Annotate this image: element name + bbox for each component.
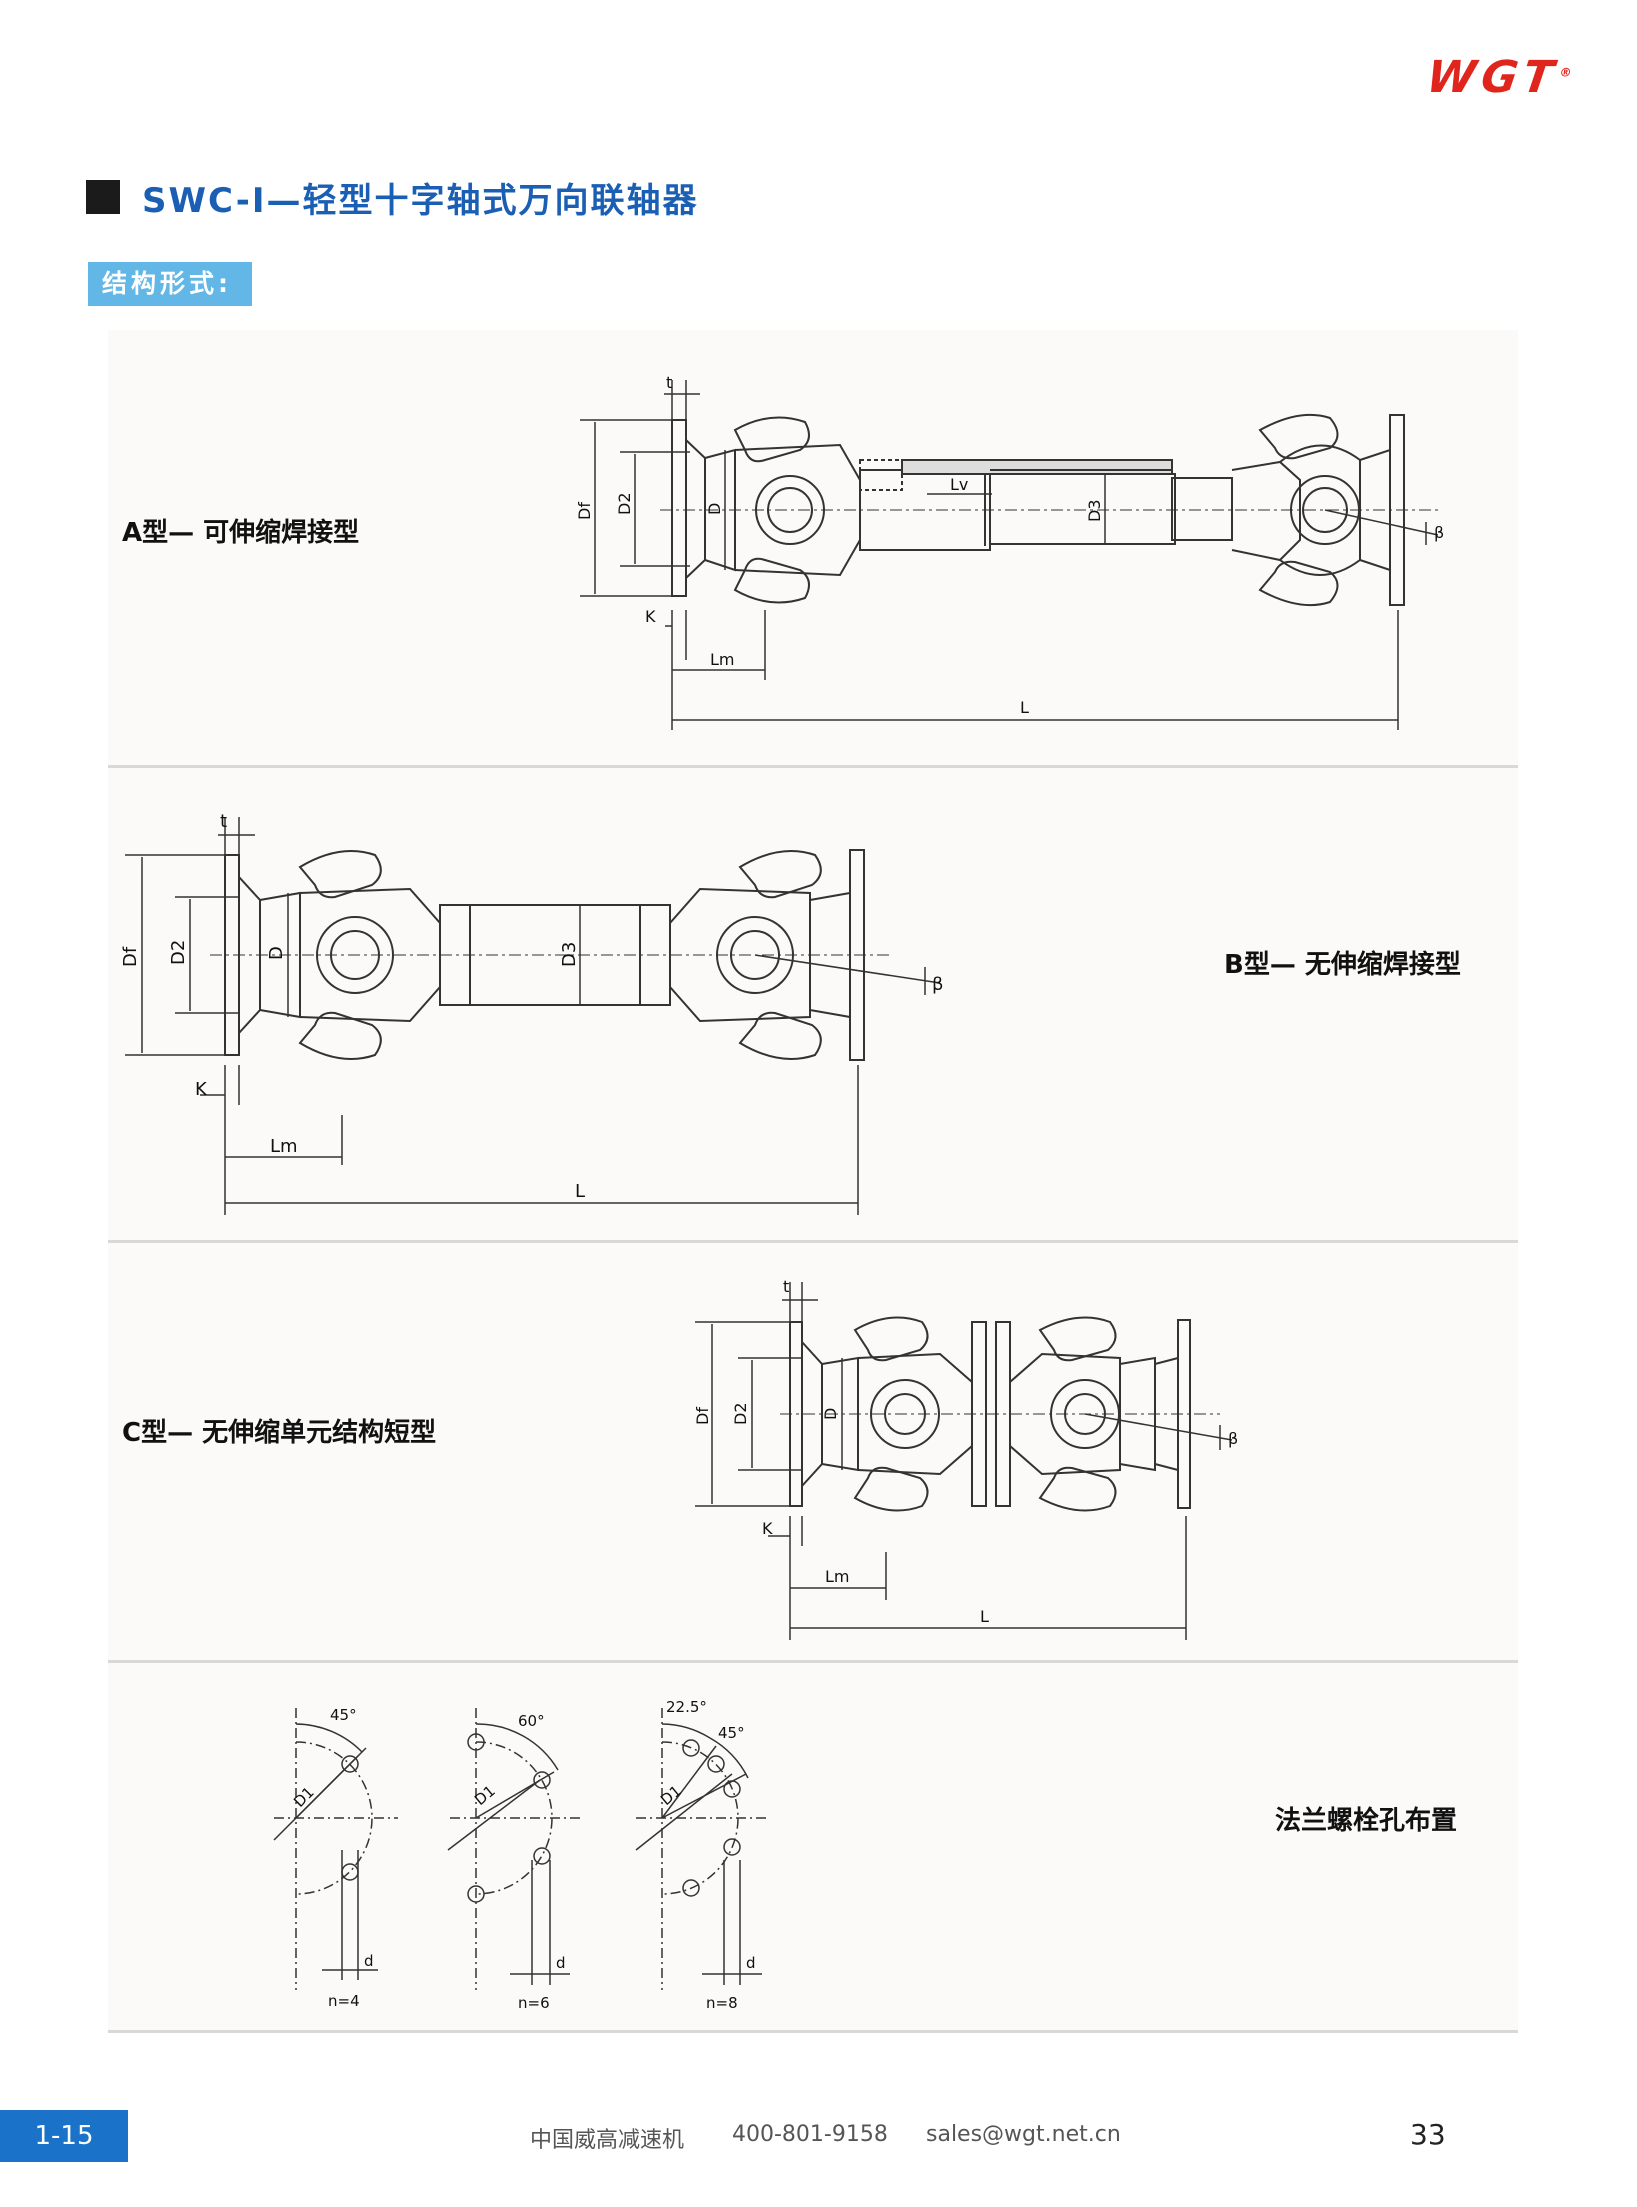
diagram-area bbox=[108, 330, 1518, 2030]
footer-email[interactable]: sales@wgt.net.cn bbox=[926, 2122, 1121, 2147]
type-a-diagram: t Df D2 D D3 Lv K Lm L β bbox=[575, 373, 1444, 730]
type-a-label: A型— 可伸缩焊接型 bbox=[122, 518, 360, 548]
angle-label-n8: 22.5° bbox=[666, 1698, 707, 1716]
bolt-layout-n8 bbox=[635, 1708, 770, 1990]
page-number: 33 bbox=[1410, 2118, 1446, 2151]
dim-l-label: L bbox=[1020, 698, 1029, 717]
title-square-icon bbox=[86, 180, 120, 214]
n-label-n8: n=8 bbox=[706, 1994, 738, 2010]
dim-d3-label: D3 bbox=[1085, 500, 1104, 523]
d1-label-n6: D1 bbox=[471, 1782, 499, 1809]
dim-l-label: L bbox=[575, 1181, 585, 1202]
type-b-diagram: t Df D2 D D3 K Lm L β bbox=[120, 811, 944, 1215]
bolt-layout-n6 bbox=[447, 1708, 580, 1990]
dim-lm-label: Lm bbox=[825, 1567, 850, 1586]
section-divider bbox=[108, 1240, 1518, 1243]
d-label-n4: d bbox=[364, 1952, 374, 1970]
page-title: SWC-Ⅰ—轻型十字轴式万向联轴器 bbox=[86, 172, 698, 222]
dim-k-label: K bbox=[645, 607, 656, 626]
dim-beta-label: β bbox=[932, 974, 944, 995]
dim-lm-label: Lm bbox=[710, 650, 735, 669]
dim-d2-label: D2 bbox=[615, 493, 634, 516]
section-divider bbox=[108, 765, 1518, 768]
dim-d-label: D bbox=[266, 946, 287, 960]
type-c-label: C型— 无伸缩单元结构短型 bbox=[122, 1418, 437, 1448]
d-label-n8: d bbox=[746, 1954, 756, 1972]
dim-beta-label: β bbox=[1434, 523, 1444, 542]
bolt-layout-diagram: 45° D1 d n=4 60° D1 d n=6 22.5° 45° D1 d… bbox=[273, 1698, 770, 2010]
n-label-n4: n=4 bbox=[328, 1992, 360, 2010]
dim-lv-label: Lv bbox=[950, 475, 968, 494]
dim-df-label: Df bbox=[575, 502, 594, 520]
dim-d2-label: D2 bbox=[731, 1403, 750, 1426]
section-divider bbox=[108, 2030, 1518, 2033]
dim-t-label: t bbox=[783, 1277, 789, 1296]
footer-phone: 400-801-9158 bbox=[732, 2122, 888, 2147]
section-tag: 结构形式: bbox=[88, 262, 252, 306]
angle2-label-n8: 45° bbox=[718, 1724, 745, 1742]
dim-t-label: t bbox=[220, 811, 227, 832]
angle-label-n6: 60° bbox=[518, 1712, 545, 1730]
dim-k-label: K bbox=[762, 1519, 773, 1538]
dim-df-label: Df bbox=[120, 946, 141, 967]
dim-d2-label: D2 bbox=[168, 940, 189, 965]
wgt-logo: WGT® bbox=[1423, 52, 1579, 103]
page-tag: 1-15 bbox=[0, 2110, 128, 2162]
type-b-label: B型— 无伸缩焊接型 bbox=[1224, 950, 1461, 980]
dim-t-label: t bbox=[666, 373, 672, 392]
page-title-text: SWC-Ⅰ—轻型十字轴式万向联轴器 bbox=[142, 180, 699, 221]
dim-k-label: K bbox=[195, 1079, 208, 1100]
dim-d-label: D bbox=[821, 1408, 840, 1420]
footer-company: 中国威高减速机 bbox=[530, 2128, 685, 2153]
dim-df-label: Df bbox=[693, 1407, 712, 1425]
bolt-layout-label: 法兰螺栓孔布置 bbox=[1275, 1806, 1458, 1836]
bolt-layout-n4 bbox=[273, 1708, 398, 1990]
dim-beta-label: β bbox=[1228, 1429, 1238, 1448]
angle-label-n4: 45° bbox=[330, 1706, 357, 1724]
n-label-n6: n=6 bbox=[518, 1994, 550, 2010]
dim-l-label: L bbox=[980, 1607, 989, 1626]
type-c-diagram: t Df D2 D K Lm L β bbox=[693, 1277, 1238, 1640]
section-divider bbox=[108, 1660, 1518, 1663]
dim-d-label: D bbox=[705, 503, 724, 515]
d1-label-n8: D1 bbox=[657, 1782, 685, 1809]
d-label-n6: d bbox=[556, 1954, 566, 1972]
dim-lm-label: Lm bbox=[270, 1136, 298, 1157]
dim-d3-label: D3 bbox=[559, 942, 580, 967]
d1-label-n4: D1 bbox=[290, 1783, 318, 1811]
